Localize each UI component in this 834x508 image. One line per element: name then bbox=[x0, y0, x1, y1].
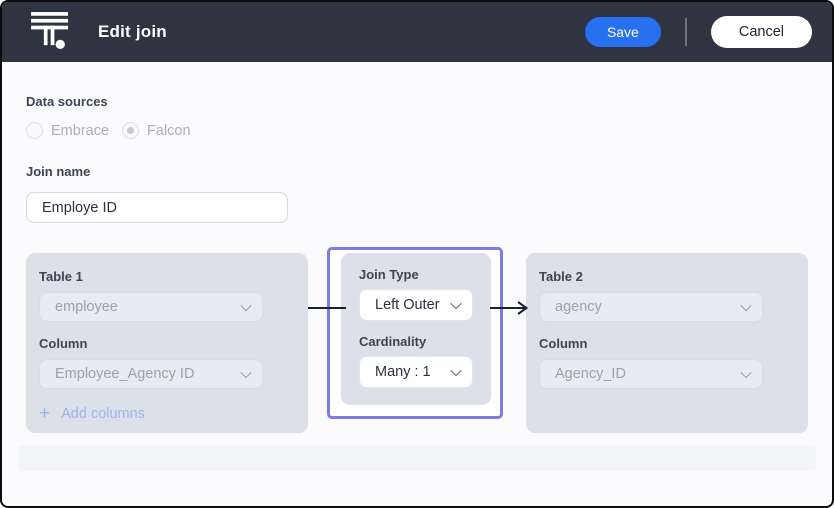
table1-column-select[interactable]: Employee_Agency ID bbox=[39, 359, 263, 389]
table2-panel: Table 2 agency Column Agency_ID bbox=[526, 253, 808, 433]
join-type-select[interactable]: Left Outer bbox=[359, 289, 473, 321]
page-title: Edit join bbox=[98, 22, 167, 41]
join-connector-line bbox=[308, 307, 346, 309]
chevron-down-icon bbox=[740, 299, 752, 312]
cardinality-label: Cardinality bbox=[359, 334, 427, 349]
table1-panel: Table 1 employee Column Employee_Agency … bbox=[26, 253, 308, 433]
join-settings-highlight-box: Join Type Left Outer Cardinality Many : … bbox=[327, 247, 503, 419]
table2-select-value: agency bbox=[555, 299, 602, 315]
table1-select-value: employee bbox=[55, 299, 118, 315]
table2-label: Table 2 bbox=[539, 269, 583, 284]
header-divider bbox=[684, 18, 687, 46]
chevron-down-icon bbox=[240, 299, 252, 312]
join-name-label: Join name bbox=[26, 164, 91, 179]
radio-embrace-label: Embrace bbox=[51, 122, 110, 139]
cancel-button[interactable]: Cancel bbox=[710, 16, 812, 48]
radio-falcon-control[interactable] bbox=[122, 122, 140, 139]
plus-icon: + bbox=[39, 403, 51, 424]
dialog-body: Data sources Embrace Falcon Join name Ta… bbox=[2, 62, 832, 439]
radio-falcon-label: Falcon bbox=[147, 122, 191, 139]
thoughtspot-logo-icon bbox=[31, 11, 68, 53]
header-bar: Edit join Save Cancel bbox=[2, 2, 832, 62]
table2-column-label: Column bbox=[539, 336, 588, 351]
data-sources-label: Data sources bbox=[26, 94, 108, 109]
chevron-down-icon bbox=[450, 364, 462, 377]
save-button[interactable]: Save bbox=[584, 17, 661, 47]
join-name-input[interactable] bbox=[26, 192, 288, 223]
data-source-options: Embrace Falcon bbox=[26, 122, 808, 139]
table1-select[interactable]: employee bbox=[39, 292, 263, 322]
table2-select[interactable]: agency bbox=[539, 292, 763, 322]
join-diagram: Table 1 employee Column Employee_Agency … bbox=[26, 247, 808, 439]
radio-option-falcon[interactable]: Falcon bbox=[122, 122, 191, 139]
table2-column-select[interactable]: Agency_ID bbox=[539, 359, 763, 389]
chevron-down-icon bbox=[740, 366, 752, 379]
radio-option-embrace[interactable]: Embrace bbox=[26, 122, 109, 139]
join-type-label: Join Type bbox=[359, 267, 419, 282]
radio-embrace-control[interactable] bbox=[26, 122, 43, 139]
footer-band bbox=[18, 446, 816, 471]
chevron-down-icon bbox=[240, 366, 252, 379]
table2-column-select-value: Agency_ID bbox=[555, 366, 626, 382]
table1-column-label: Column bbox=[39, 336, 88, 351]
table1-column-select-value: Employee_Agency ID bbox=[55, 366, 195, 382]
cardinality-select[interactable]: Many : 1 bbox=[359, 356, 473, 388]
chevron-down-icon bbox=[450, 297, 462, 310]
join-type-select-value: Left Outer bbox=[375, 297, 440, 313]
join-settings-panel: Join Type Left Outer Cardinality Many : … bbox=[341, 253, 491, 405]
add-columns-label: Add columns bbox=[61, 406, 145, 422]
join-arrow-icon bbox=[490, 300, 530, 321]
add-columns-button[interactable]: + Add columns bbox=[39, 403, 296, 424]
table1-label: Table 1 bbox=[39, 269, 83, 284]
cardinality-select-value: Many : 1 bbox=[375, 364, 431, 380]
